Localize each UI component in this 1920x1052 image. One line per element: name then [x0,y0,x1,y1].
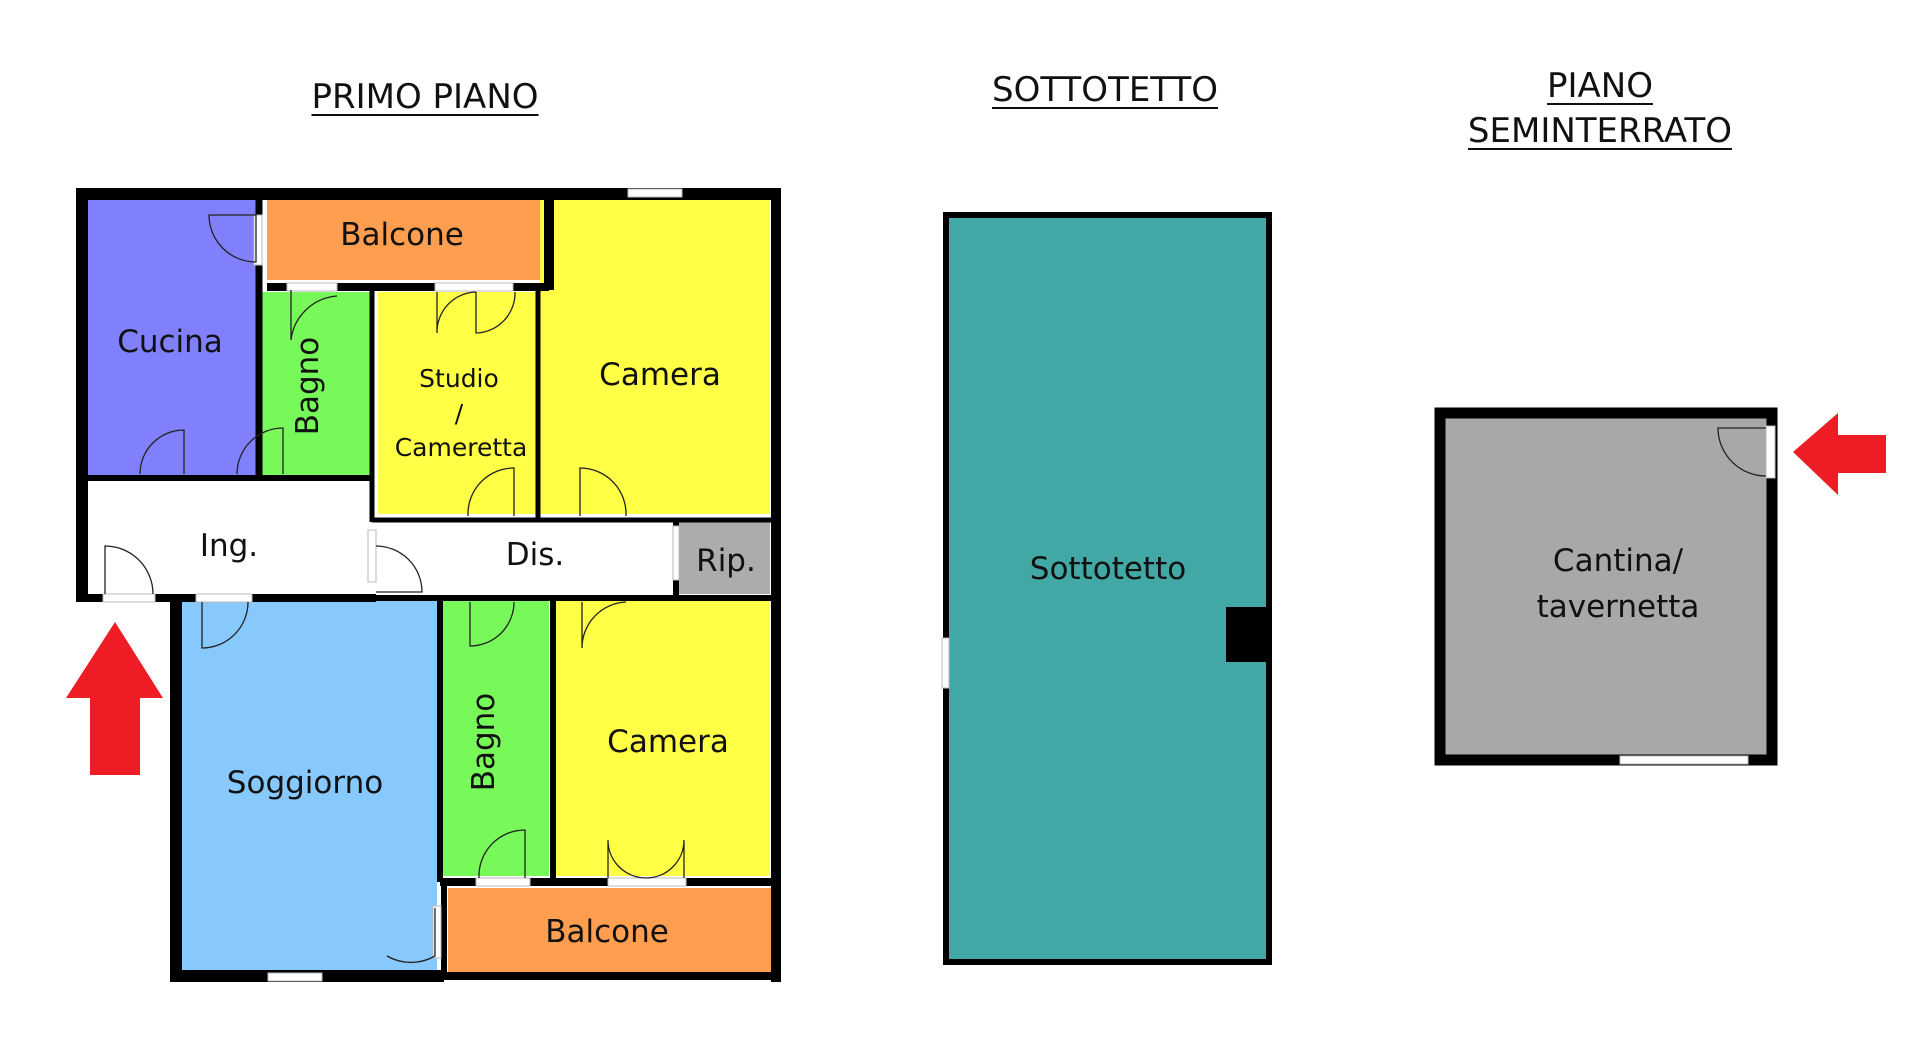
label-soggiorno: Soggiorno [227,765,383,801]
room-sottotetto [943,212,1272,965]
label-studio-line1: Studio [419,364,499,393]
label-cantina-line1: Cantina/ [1553,543,1684,579]
room-camera-top [540,198,770,514]
title-seminterrato-line2: SEMINTERRATO [1467,111,1733,151]
label-studio-line3: Cameretta [395,433,528,462]
label-camera-top: Camera [599,357,721,393]
chimney-block [1226,607,1268,662]
label-cantina-line2: tavernetta [1537,589,1700,625]
label-cucina: Cucina [117,324,223,360]
title-sottotetto: SOTTOTETTO [992,70,1218,110]
room-cantina [1434,407,1778,766]
label-balcone-top: Balcone [340,217,464,253]
label-ingresso: Ing. [200,528,258,564]
room-soggiorno [181,600,437,972]
label-camera-bottom: Camera [607,724,729,760]
windows [102,188,687,982]
window-cantina-bottom [1619,755,1749,765]
label-ripostiglio: Rip. [696,543,756,579]
label-bagno-bottom: Bagno [466,693,502,792]
room-balcone-bottom [448,888,774,976]
room-bagno-top [262,292,372,478]
room-balcone-top [267,197,549,280]
title-seminterrato-line1: PIANO [1547,66,1653,106]
room-ripostiglio [678,522,770,594]
sottotetto-plan: Sottotetto [941,212,1272,965]
label-balcone-bottom: Balcone [545,914,669,950]
room-bagno-bottom [443,600,549,876]
room-ingresso [88,482,371,594]
room-camera-bottom [555,600,770,876]
door-swings [104,214,685,963]
label-sottotetto: Sottotetto [1030,551,1186,587]
entrance-arrow-cantina-icon [1793,413,1886,495]
seminterrato-plan: Cantina/ tavernetta [1434,407,1886,766]
entrance-arrow-icon [66,622,163,775]
label-disimpegno: Dis. [506,537,565,573]
window-sottotetto [941,637,950,689]
room-studio [378,292,536,514]
room-disimpegno [375,522,675,594]
label-bagno-top: Bagno [290,337,326,436]
door-swing-cantina [1717,427,1767,477]
title-primo-piano: PRIMO PIANO [311,77,539,117]
primo-piano-plan: Balcone Cucina Bagno Studio / Cameretta … [66,188,781,982]
door-cantina [1765,425,1776,479]
label-studio-line2: / [455,399,464,428]
